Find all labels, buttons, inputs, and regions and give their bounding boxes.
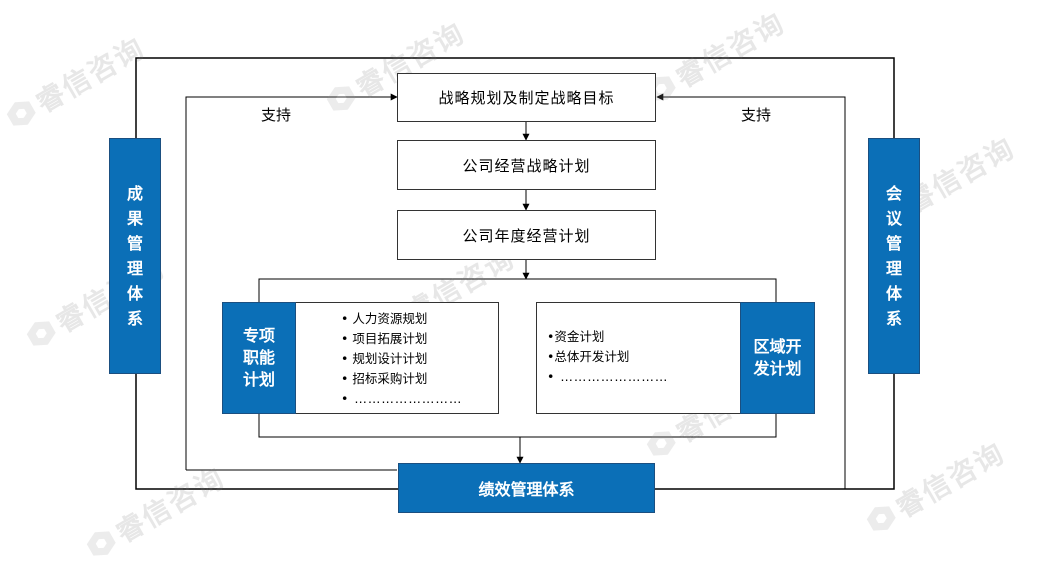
outer-frame <box>135 57 895 490</box>
support-label-right: 支持 <box>741 106 772 124</box>
strategy-goal-box: 战略规划及制定战略目标 <box>397 73 656 122</box>
annual-plan-box: 公司年度经营计划 <box>397 210 656 260</box>
support-loop-left <box>185 93 398 470</box>
region-plan-list: •资金计划 •总体开发计划 • …………………… <box>536 302 742 414</box>
strategy-plan-box: 公司经营战略计划 <box>397 140 656 190</box>
performance-management-box: 绩效管理体系 <box>398 463 655 513</box>
meeting-management-box: 会 议 管 理 体 系 <box>868 138 920 374</box>
special-functional-plan-box: 专项 职能 计划 <box>222 302 296 414</box>
special-plan-list: • 人力资源规划 • 项目拓展计划 • 规划设计计划 • 招标采购计划 • ……… <box>294 302 499 414</box>
regional-development-plan-box: 区域开 发计划 <box>740 302 815 414</box>
support-label-left: 支持 <box>261 106 292 124</box>
results-management-box: 成 果 管 理 体 系 <box>109 138 161 374</box>
support-loop-right <box>656 93 846 489</box>
